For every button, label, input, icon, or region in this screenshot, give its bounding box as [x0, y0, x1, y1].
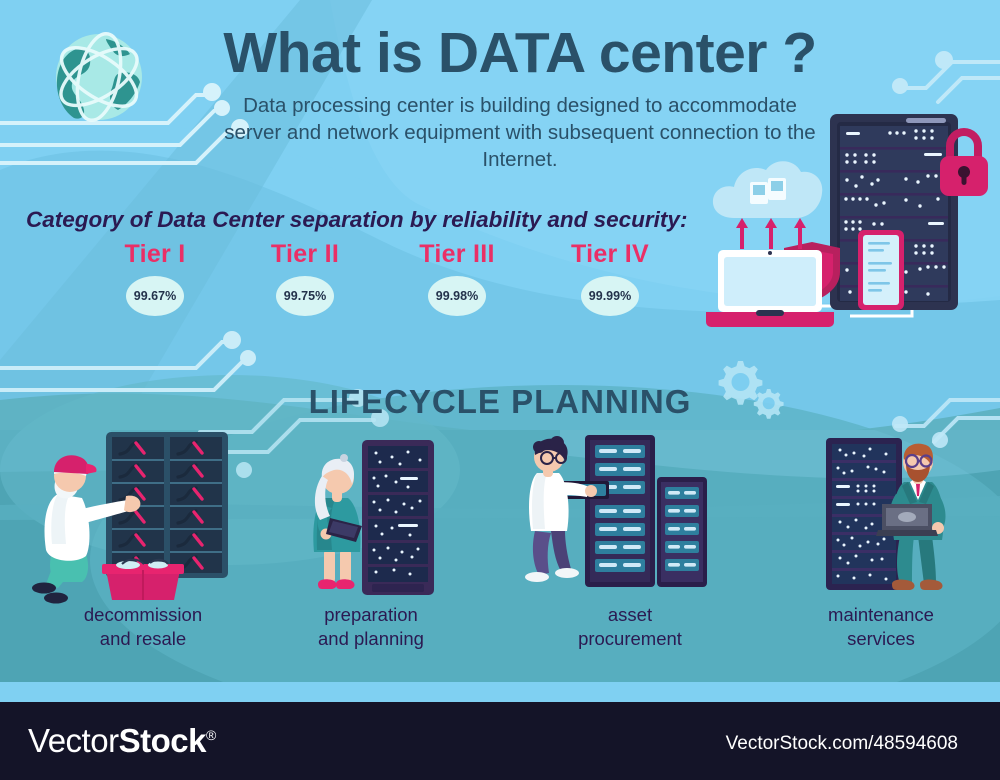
- stage-label-maintenance: maintenance services: [766, 603, 996, 650]
- globe-network-icon: [56, 32, 142, 122]
- lifecycle-section-title: LIFECYCLE PLANNING: [308, 383, 692, 420]
- stage-illustration-preparation: [313, 440, 434, 595]
- stage-label-line2: services: [847, 627, 915, 649]
- tier-name: Tier II: [270, 240, 340, 268]
- stage-label-line2: and resale: [99, 627, 187, 649]
- stage-label-line1: maintenance: [828, 604, 934, 625]
- tier-item-4: Tier IV 99.99%: [535, 240, 685, 316]
- tier-item-2: Tier II 99.75%: [230, 240, 380, 316]
- vectorstock-logo: VectorStock®: [28, 722, 216, 760]
- stage-label-decommission: decommission and resale: [28, 603, 258, 650]
- laptop-icon: [706, 250, 834, 327]
- cloud-icon: [712, 161, 823, 218]
- tier-list: Tier I 99.67% Tier II 99.75% Tier III 99…: [60, 240, 680, 325]
- tier-uptime-badge: 99.67%: [126, 276, 184, 316]
- tier-name: Tier III: [419, 240, 495, 268]
- watermark-bar: [0, 702, 1000, 780]
- stage-label-line1: decommission: [83, 604, 203, 625]
- stage-illustration-decommission: [32, 432, 228, 604]
- stage-label-asset-procurement: asset procurement: [515, 603, 745, 650]
- stage-illustration-asset-procurement: [525, 435, 707, 587]
- stage-label-line1: asset: [607, 604, 653, 625]
- vectorstock-url: VectorStock.com/48594608: [725, 733, 958, 754]
- recycle-bin: [102, 558, 184, 600]
- padlock-icon: [940, 128, 988, 196]
- page-title: What is DATA center ?: [223, 21, 817, 85]
- worker-figure-maintenance: [876, 443, 946, 590]
- stage-label-line2: and planning: [318, 627, 424, 649]
- header-block: What is DATA center ? Data processing ce…: [190, 21, 850, 173]
- tier-uptime-badge: 99.99%: [581, 276, 639, 316]
- tier-name: Tier I: [124, 240, 186, 268]
- category-heading: Category of Data Center separation by re…: [26, 207, 688, 232]
- stage-label-line1: preparation: [324, 604, 418, 625]
- registered-mark: ®: [205, 727, 216, 743]
- logo-text-bold: Stock: [118, 722, 207, 759]
- logo-text-light: Vector: [28, 722, 119, 759]
- page-subtitle: Data processing center is building desig…: [224, 93, 816, 171]
- tier-name: Tier IV: [570, 240, 650, 268]
- tier-uptime-badge: 99.98%: [428, 276, 486, 316]
- stage-label-preparation: preparation and planning: [256, 603, 486, 650]
- stage-label-line2: procurement: [578, 627, 682, 649]
- tier-uptime-badge: 99.75%: [276, 276, 334, 316]
- lifecycle-stage-labels: decommission and resale preparation and …: [0, 603, 1000, 663]
- gears-icon: [718, 361, 784, 419]
- document-panel: [858, 230, 904, 310]
- tier-item-1: Tier I 99.67%: [80, 240, 230, 316]
- worker-figure-decommission: [32, 455, 141, 604]
- worker-figure-preparation: [313, 454, 362, 589]
- worker-figure-procurement: [525, 436, 597, 582]
- tier-item-3: Tier III 99.98%: [382, 240, 532, 316]
- stage-illustration-maintenance: [826, 438, 946, 590]
- datacenter-hero-illustration: [706, 114, 988, 327]
